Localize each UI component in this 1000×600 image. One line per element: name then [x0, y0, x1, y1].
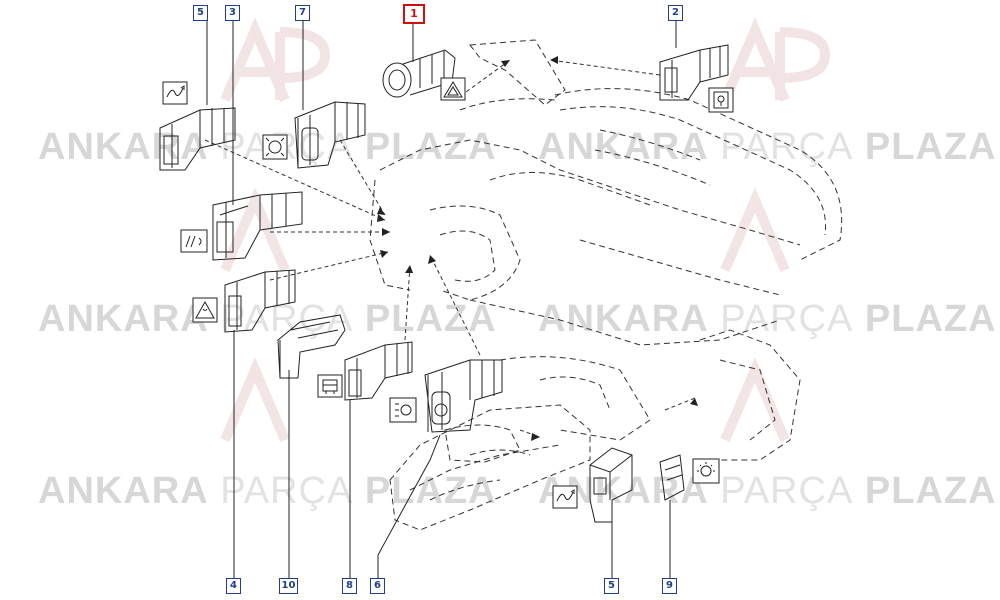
callout-1: 1	[403, 4, 425, 24]
callout-6: 6	[370, 578, 385, 594]
callout-5-bottom: 5	[604, 578, 619, 594]
callout-lines	[206, 20, 677, 578]
part-5-switch-top	[159, 107, 236, 171]
child-lock-icon	[708, 87, 734, 113]
callout-10: 10	[279, 578, 298, 594]
part-2-switch	[659, 44, 729, 101]
callout-7: 7	[295, 5, 310, 21]
interior-light-icon	[389, 397, 417, 423]
part-6-switch	[424, 359, 503, 433]
part-7-switch	[294, 101, 366, 169]
callout-8: 8	[342, 578, 357, 594]
callout-5-top: 5	[193, 5, 208, 21]
callout-2: 2	[668, 5, 683, 21]
callout-4: 4	[226, 578, 241, 594]
part-9-switch	[659, 454, 685, 501]
part-4-switch	[224, 269, 296, 333]
watermark-logo	[220, 17, 831, 442]
dashboard-outline	[369, 39, 843, 531]
esp-off-icon	[180, 229, 208, 253]
dome-light-icon	[692, 458, 720, 484]
arrowheads	[377, 56, 698, 441]
speed-limiter-icon	[552, 485, 578, 509]
heated-seat-icon	[192, 297, 218, 323]
hazard-warning-icon	[440, 77, 466, 101]
part-1-switch	[382, 49, 456, 98]
parking-sensor-icon	[262, 134, 288, 160]
cruise-control-icon	[162, 81, 188, 105]
part-5-switch-bottom	[589, 447, 633, 523]
part-3-switch	[212, 191, 303, 261]
part-10-blank-cover	[277, 314, 346, 379]
part-8-switch	[344, 341, 413, 401]
headlight-level-icon	[317, 374, 343, 398]
callout-9: 9	[662, 578, 677, 594]
callout-3: 3	[225, 5, 240, 21]
